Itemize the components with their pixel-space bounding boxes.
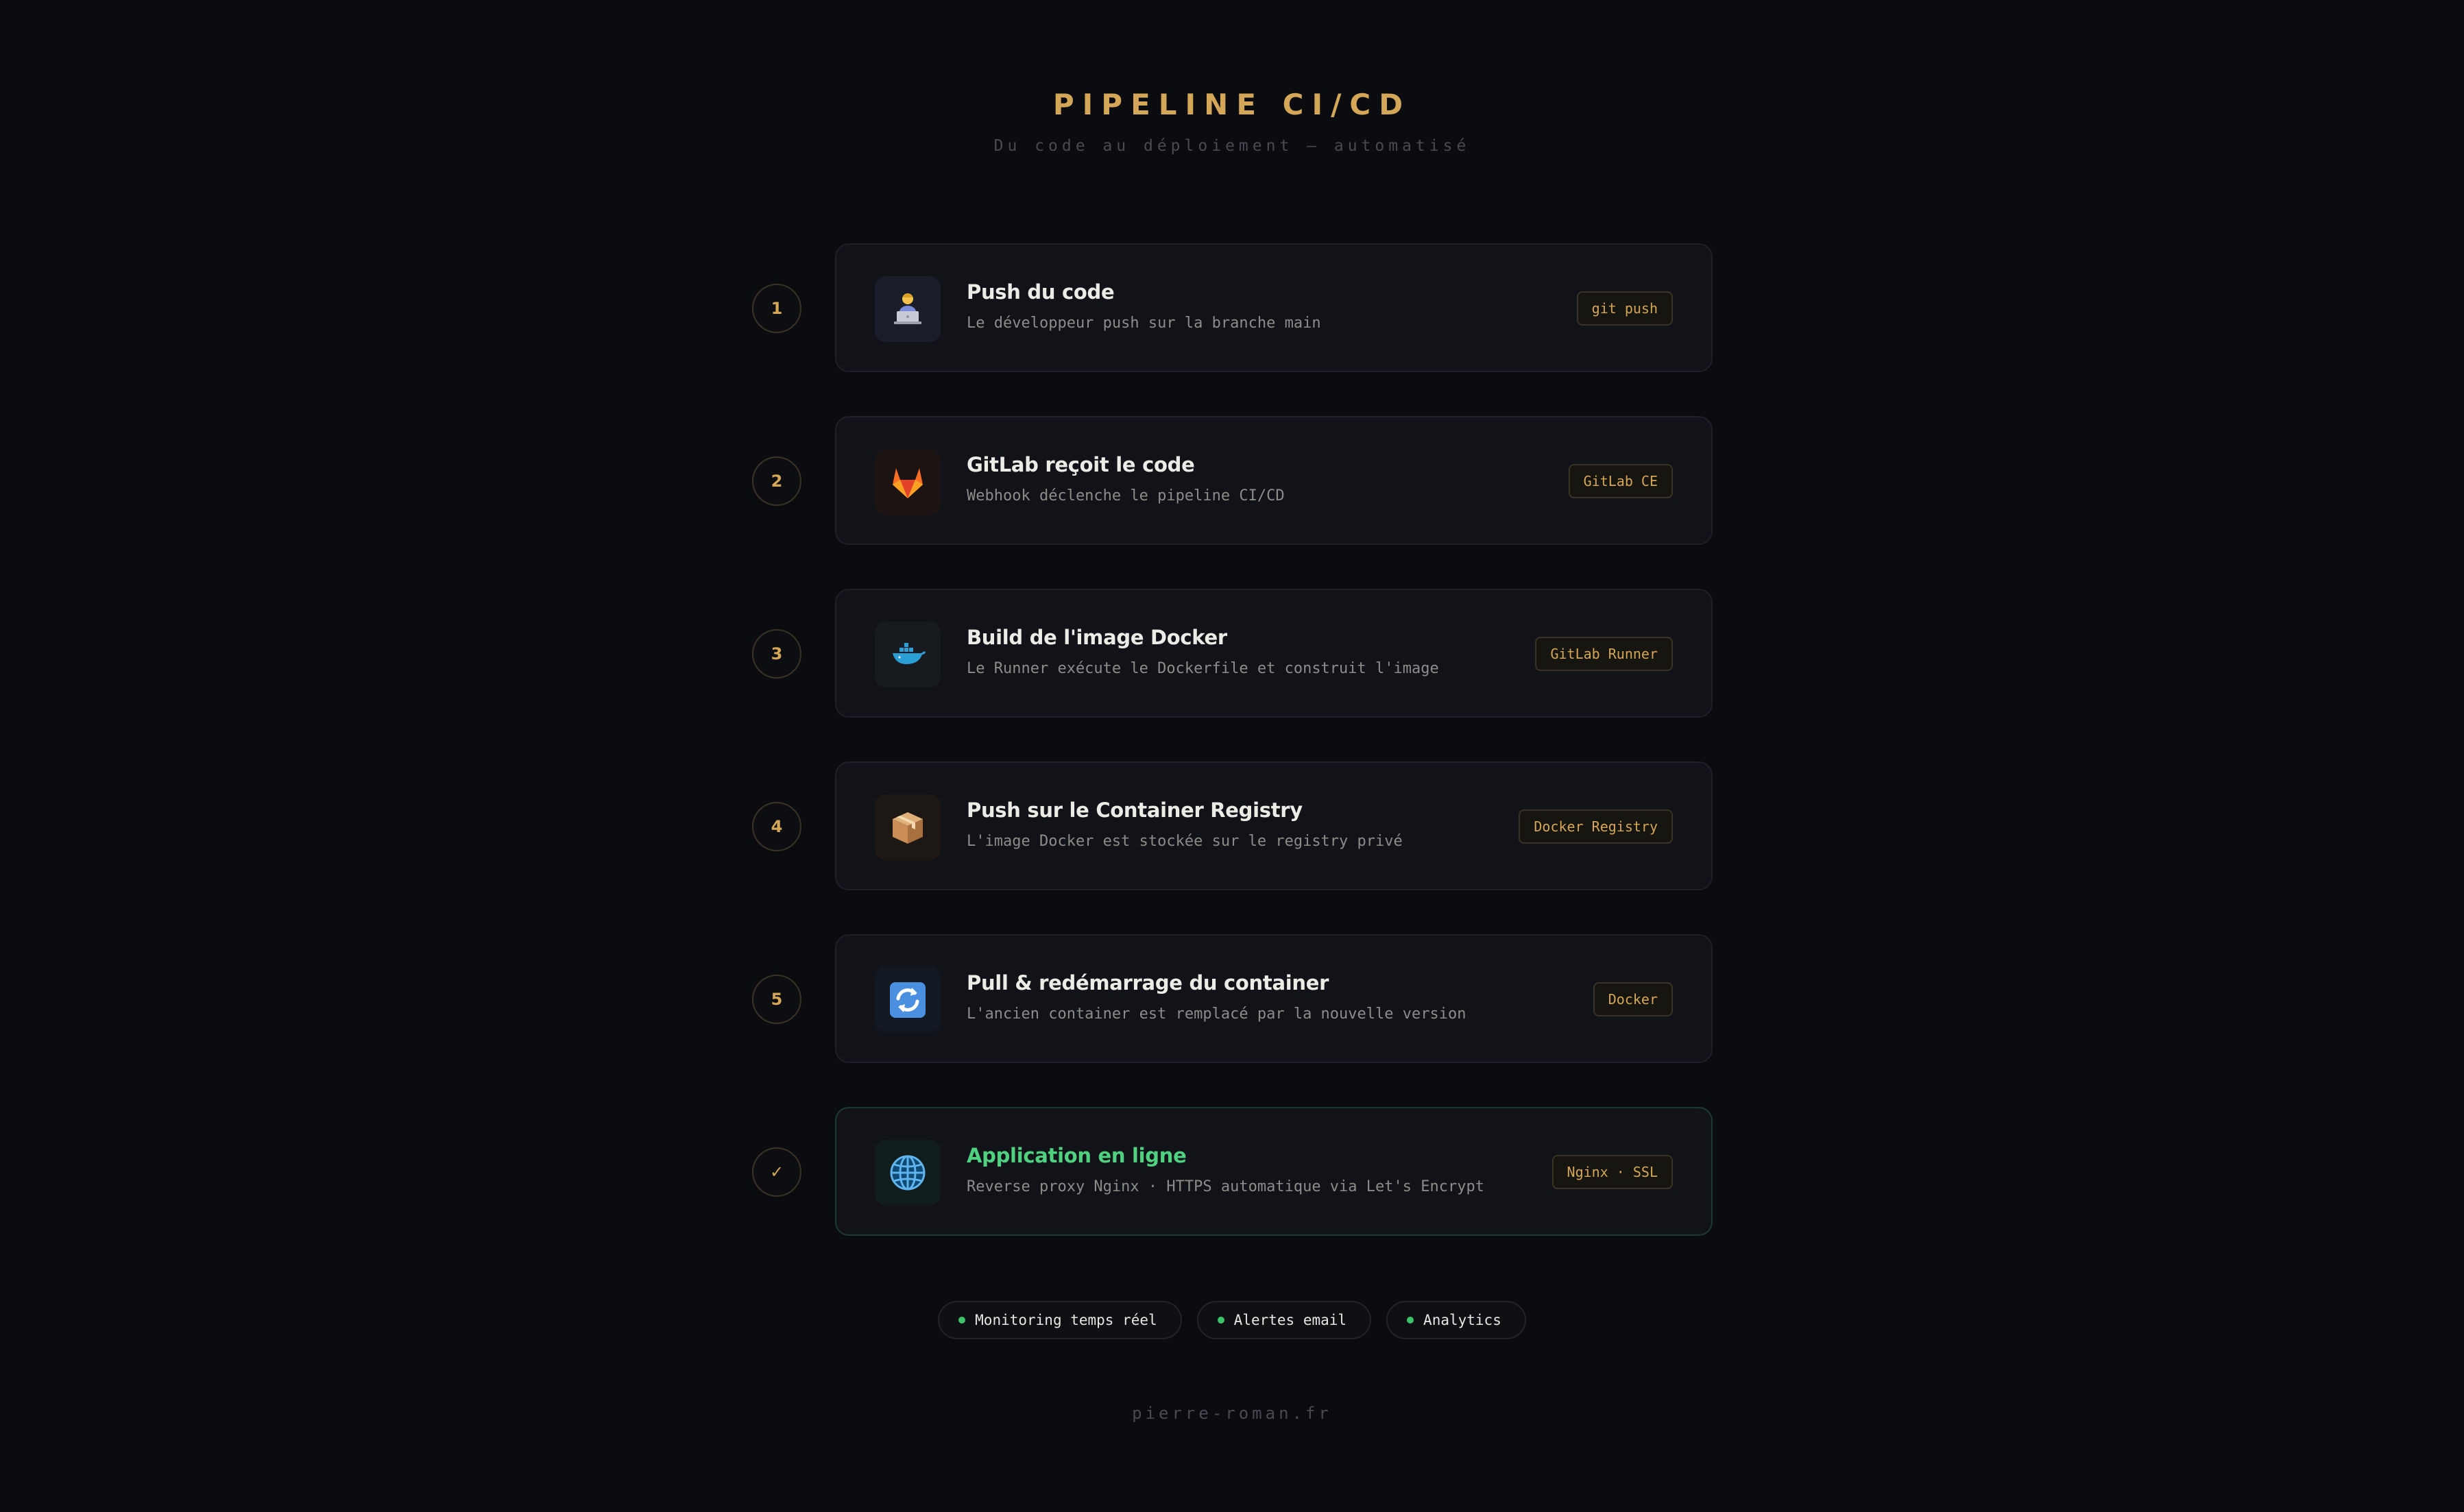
page-subtitle: Du code au déploiement — automatisé xyxy=(993,137,1471,155)
gitlab-icon xyxy=(875,449,941,515)
pipeline-step-6: ✓ Application en ligne Reverse proxy Ngi… xyxy=(752,1107,1713,1237)
step-tag: Nginx · SSL xyxy=(1551,1155,1673,1189)
step-card: Application en ligne Reverse proxy Nginx… xyxy=(835,1107,1713,1236)
step-title: Push du code xyxy=(967,280,1115,304)
step-number: 4 xyxy=(752,802,801,851)
step-number: ✓ xyxy=(752,1147,801,1197)
step-card: GitLab reçoit le code Webhook déclenche … xyxy=(835,416,1713,545)
feature-label: Alertes email xyxy=(1233,1312,1347,1328)
step-tag: GitLab CE xyxy=(1568,464,1673,498)
step-tag: Docker xyxy=(1593,982,1673,1016)
step-number: 2 xyxy=(752,456,801,506)
step-title: Build de l'image Docker xyxy=(967,626,1227,649)
refresh-icon xyxy=(875,967,941,1033)
step-description: Le Runner exécute le Dockerfile et const… xyxy=(967,660,1439,677)
step-title: Application en ligne xyxy=(967,1144,1187,1167)
step-number: 3 xyxy=(752,629,801,679)
step-card: Push du code Le développeur push sur la … xyxy=(835,243,1713,372)
pipeline-step-2: 2 GitLab reçoit le code Webhook déclench… xyxy=(752,416,1713,546)
feature-pill-analytics: Analytics xyxy=(1386,1301,1526,1339)
pipeline-step-3: 3 Build de l'image Docker Le Runner exéc… xyxy=(752,589,1713,719)
step-title: GitLab reçoit le code xyxy=(967,453,1195,476)
step-tag: GitLab Runner xyxy=(1535,637,1673,671)
step-description: Le développeur push sur la branche main xyxy=(967,315,1321,332)
step-tag: git push xyxy=(1576,291,1673,326)
pipeline-step-1: 1 Push du code Le développeur push sur l… xyxy=(752,243,1713,374)
status-dot-icon xyxy=(958,1317,966,1324)
feature-pill-alerts: Alertes email xyxy=(1196,1301,1372,1339)
step-description: Webhook déclenche le pipeline CI/CD xyxy=(967,487,1285,504)
step-description: L'image Docker est stockée sur le regist… xyxy=(967,833,1403,850)
pipeline-step-4: 4 Push sur le Container Registry L'image… xyxy=(752,761,1713,892)
feature-pill-monitoring: Monitoring temps réel xyxy=(938,1301,1182,1339)
step-description: Reverse proxy Nginx · HTTPS automatique … xyxy=(967,1178,1484,1195)
globe-icon xyxy=(875,1140,941,1206)
step-number: 1 xyxy=(752,284,801,333)
step-title: Push sur le Container Registry xyxy=(967,798,1303,822)
page-title: PIPELINE CI/CD xyxy=(1052,88,1412,121)
feature-label: Analytics xyxy=(1423,1312,1501,1328)
step-card: Push sur le Container Registry L'image D… xyxy=(835,761,1713,890)
footer-domain: pierre-roman.fr xyxy=(1132,1404,1332,1423)
status-dot-icon xyxy=(1217,1317,1224,1324)
step-card: Build de l'image Docker Le Runner exécut… xyxy=(835,589,1713,718)
step-card: Pull & redémarrage du container L'ancien… xyxy=(835,934,1713,1063)
docker-whale-icon xyxy=(875,622,941,687)
step-title: Pull & redémarrage du container xyxy=(967,971,1329,995)
package-icon xyxy=(875,794,941,860)
pipeline-step-5: 5 Pull & redémarrage du container L'anci… xyxy=(752,934,1713,1064)
step-tag: Docker Registry xyxy=(1519,809,1673,844)
step-number: 5 xyxy=(752,975,801,1024)
status-dot-icon xyxy=(1407,1317,1414,1324)
feature-pills: Monitoring temps réel Alertes email Anal… xyxy=(0,1301,2464,1339)
developer-icon xyxy=(875,276,941,342)
feature-label: Monitoring temps réel xyxy=(975,1312,1157,1328)
step-description: L'ancien container est remplacé par la n… xyxy=(967,1005,1466,1023)
